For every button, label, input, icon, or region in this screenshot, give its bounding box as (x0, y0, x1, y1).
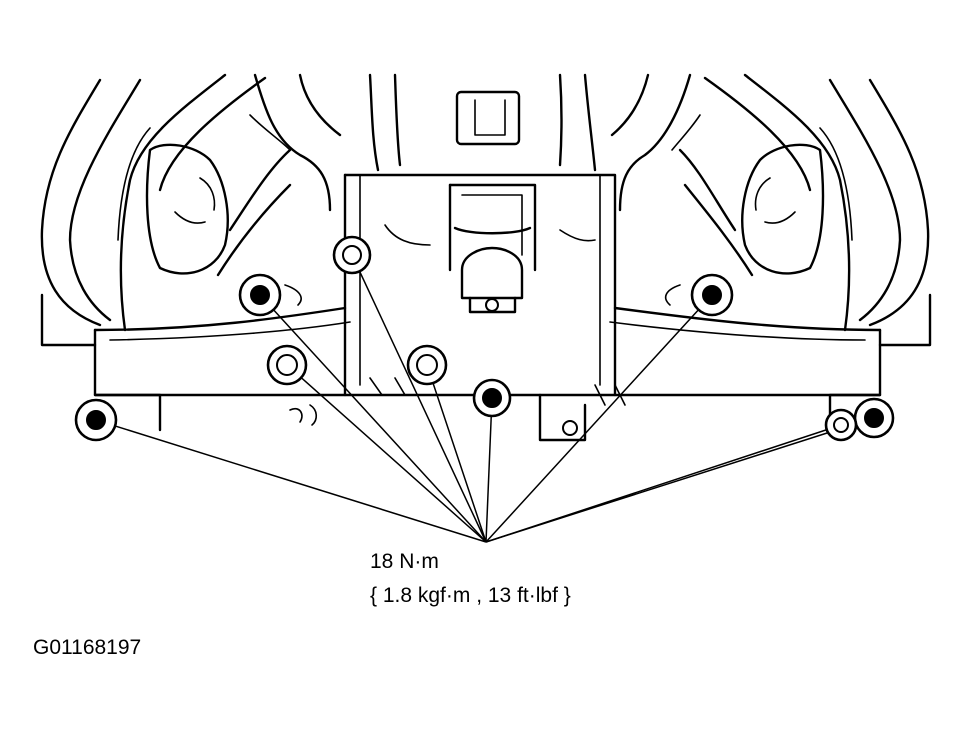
right-outer-runner (703, 73, 930, 332)
bolt-mid-center (406, 344, 448, 386)
bolt-center-upper (332, 235, 372, 275)
bolt-mid-left (266, 344, 308, 386)
right-port (741, 143, 825, 275)
bolt-lower-left (74, 398, 118, 442)
left-outer-runner (40, 73, 267, 332)
bolt-lower-right-inner (824, 408, 858, 442)
bolt-upper-left (238, 273, 282, 317)
bolt-upper-right (690, 273, 734, 317)
torque-spec-secondary: { 1.8 kgf·m , 13 ft·lbf } (370, 584, 571, 607)
left-center-runner (216, 73, 342, 277)
leader-lines (95, 254, 875, 543)
bolt-lower-center (472, 378, 512, 418)
figure-id: G01168197 (33, 636, 142, 659)
center-section (343, 73, 617, 397)
right-center-runner (610, 73, 754, 277)
torque-spec-primary: 18 N·m (370, 550, 439, 573)
left-port (145, 143, 229, 275)
bolt-lower-right-outer (853, 397, 895, 439)
